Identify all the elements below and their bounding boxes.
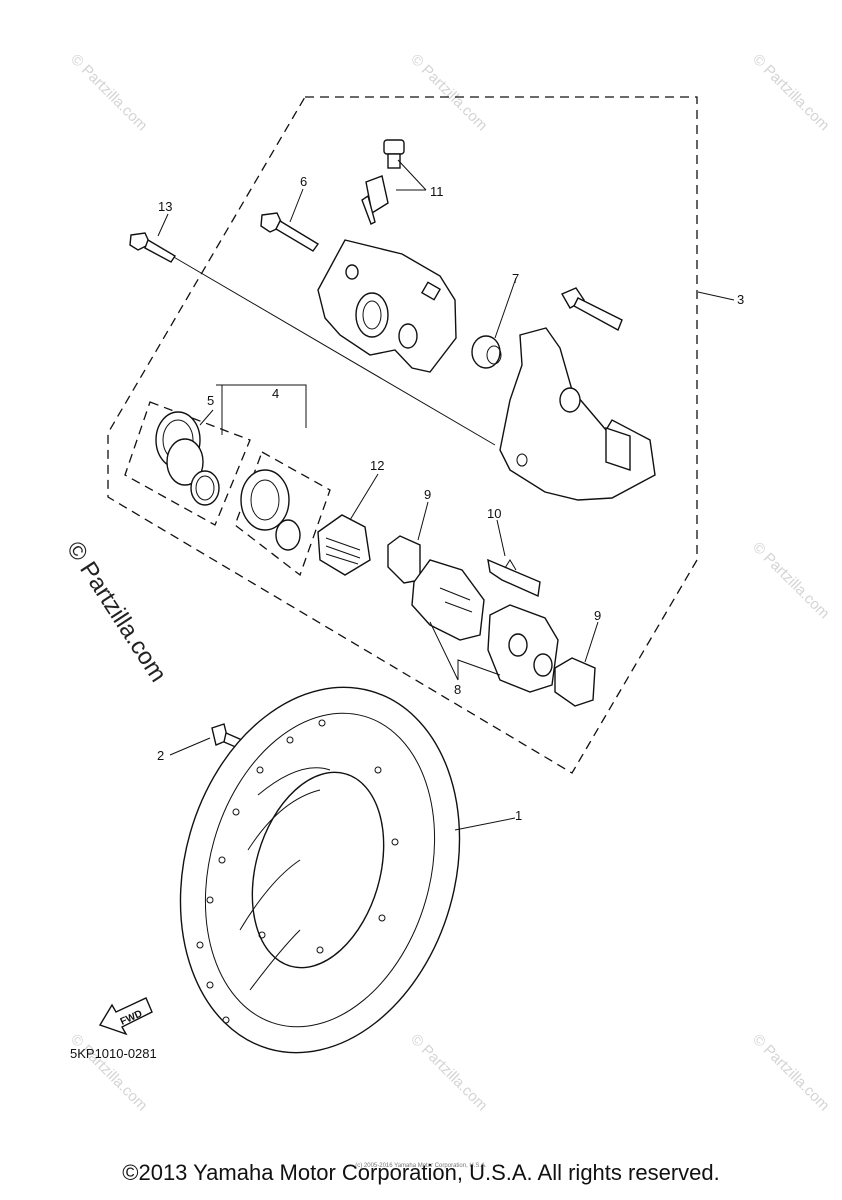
pad-clip-9-lower — [554, 657, 596, 707]
watermark: © Partzilla.com — [67, 51, 150, 134]
alignment-line — [171, 255, 496, 446]
bolt-6 — [260, 212, 320, 252]
pad-spring-10 — [487, 558, 541, 598]
callout-12: 12 — [370, 458, 384, 473]
leader-lines — [157, 159, 735, 831]
pad-clip-9-upper — [387, 535, 421, 584]
caliper-bracket — [499, 327, 656, 501]
watermark: © Partzilla.com — [749, 1031, 832, 1114]
seal-kit-5 — [124, 401, 251, 526]
bolt-13 — [129, 232, 176, 263]
fine-print: (c) 2005-2016 Yamaha Motor Corporation, … — [355, 1163, 487, 1169]
callout-8: 8 — [454, 682, 461, 697]
callout-6: 6 — [300, 174, 307, 189]
watermark: © Partzilla.com — [67, 1031, 150, 1114]
callout-1: 1 — [515, 808, 522, 823]
diagram-code: 5KP1010-0281 — [70, 1046, 157, 1061]
callouts: 1 2 3 4 5 6 7 8 9 9 10 11 12 13 — [157, 174, 744, 823]
disc-holes — [196, 719, 399, 1024]
watermark: © Partzilla.com — [749, 51, 832, 134]
bleed-screw-11 — [361, 139, 405, 225]
brake-pads-8 — [411, 559, 559, 693]
watermark: © Partzilla.com — [407, 1031, 490, 1114]
callout-10: 10 — [487, 506, 501, 521]
slide-pin — [561, 287, 623, 331]
callout-7: 7 — [512, 271, 519, 286]
callout-5: 5 — [207, 393, 214, 408]
watermark: © Partzilla.com — [749, 539, 832, 622]
caliper-assembly-boundary — [107, 96, 698, 774]
copyright-notice: ©2013 Yamaha Motor Corporation, U.S.A. A… — [122, 1160, 720, 1185]
piston-kit-4 — [234, 451, 331, 577]
fwd-arrow-icon: FWD — [98, 997, 153, 1036]
brake-disc-1 — [179, 686, 461, 1054]
sleeve-7 — [471, 335, 502, 369]
callout-11: 11 — [430, 184, 444, 199]
callout-4: 4 — [272, 386, 279, 401]
watermark: © Partzilla.com — [407, 51, 490, 134]
shim-12 — [317, 514, 371, 576]
callout-9-lower: 9 — [594, 608, 601, 623]
caliper-body — [317, 239, 457, 373]
callout-2: 2 — [157, 748, 164, 763]
watermark-large: © Partzilla.com — [61, 537, 172, 687]
callout-3: 3 — [737, 292, 744, 307]
callout-13: 13 — [158, 199, 172, 214]
callout-9-upper: 9 — [424, 487, 431, 502]
